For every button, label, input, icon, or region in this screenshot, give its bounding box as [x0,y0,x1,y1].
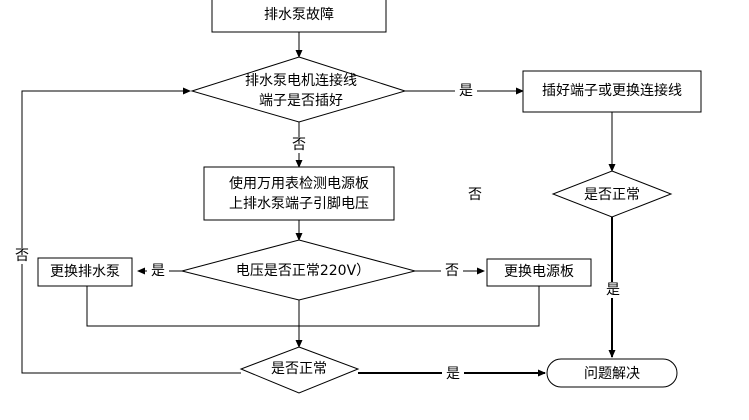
node-normal-right-text: 是否正常 [584,187,640,203]
node-check-connector-line1: 排水泵电机连接线 [245,72,357,89]
arrow-loop-no [21,87,241,374]
node-replace-board-text: 更换电源板 [504,263,574,280]
node-measure-line1: 使用万用表检测电源板 [229,175,369,192]
node-replace-pump-text: 更换排水泵 [50,263,120,280]
node-fix-connector: 插好端子或更换连接线 [522,70,702,113]
label-voltage-no: 否 [445,263,459,279]
node-start-text: 排水泵故障 [264,7,334,23]
label-connector-no: 否 [292,137,306,153]
label-connector-yes: 是 [459,83,473,99]
label-voltage-yes: 是 [151,263,165,279]
node-voltage-check: 电压是否正常220V） [181,239,417,301]
line-replace-board-to-merge [299,286,540,327]
node-check-connector: 排水泵电机连接线 端子是否插好 [190,56,407,123]
label-bottom-yes: 是 [446,366,460,382]
label-right-yes: 是 [606,282,620,298]
node-replace-pump: 更换排水泵 [37,257,133,287]
node-measure-line2: 上排水泵端子引脚电压 [229,196,369,212]
node-voltage-check-text: 电压是否正常220V） [236,263,370,279]
label-float-no: 否 [468,187,482,203]
node-solved-text: 问题解决 [584,366,640,382]
node-normal-bottom-text: 是否正常 [271,361,327,377]
node-measure: 使用万用表检测电源板 上排水泵端子引脚电压 [203,166,395,221]
node-check-connector-line2: 端子是否插好 [259,93,343,109]
line-replace-pump-to-merge [86,286,299,327]
node-start: 排水泵故障 [211,0,387,33]
node-normal-bottom: 是否正常 [239,346,360,394]
node-replace-board: 更换电源板 [486,258,592,287]
label-loop-no: 否 [15,248,29,264]
node-fix-connector-text: 插好端子或更换连接线 [542,82,682,99]
node-normal-right: 是否正常 [551,170,673,218]
node-solved: 问题解决 [546,358,678,388]
